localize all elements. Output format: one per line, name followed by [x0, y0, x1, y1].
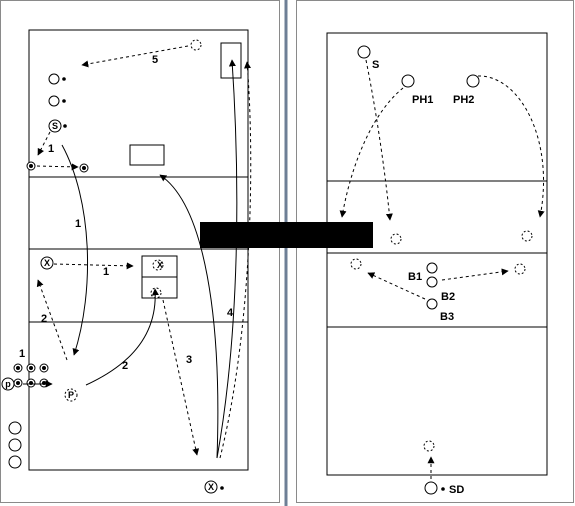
setter-letter: S	[52, 121, 58, 131]
x-player-circle	[204, 480, 218, 494]
dot-marker	[62, 77, 66, 81]
player-ph1	[401, 74, 415, 88]
label-ph2: PH2	[453, 94, 474, 106]
label-s: S	[372, 59, 379, 71]
dot-marker	[220, 486, 224, 490]
left-panel-frame	[0, 0, 280, 503]
ball-cart-circle	[8, 438, 22, 452]
arrow-2-curve	[85, 288, 159, 386]
x-letter: X	[208, 482, 214, 492]
ghost-player	[514, 263, 526, 275]
left-player-letters: S X X X P p	[5, 121, 214, 492]
x-player-circle	[40, 256, 54, 270]
p-letter: p	[5, 379, 11, 389]
left-court	[28, 29, 249, 471]
player-b3	[426, 298, 438, 310]
player-circle	[48, 95, 60, 107]
dot-marker	[441, 487, 445, 491]
step-label-1-side: 1	[19, 348, 25, 360]
left-dots	[62, 77, 224, 490]
player-b1	[426, 262, 438, 274]
step-label-3: 3	[186, 354, 192, 366]
label-b2: B2	[441, 291, 455, 303]
arrow-2-up	[36, 279, 68, 361]
step-label-1: 1	[103, 266, 109, 278]
player-b2	[426, 276, 438, 288]
step-label-2: 2	[122, 360, 128, 372]
left-arrows	[23, 45, 252, 459]
arrow-ring-right	[36, 163, 79, 171]
ghost-player	[390, 233, 402, 245]
ghost-player	[150, 287, 162, 299]
step-label-5: 5	[152, 54, 158, 66]
arrow-4-long	[159, 174, 219, 459]
p-player-circle	[64, 388, 78, 402]
right-court-outline	[326, 32, 548, 476]
arrow-up-solid	[216, 59, 238, 459]
arrow-ph1-left	[339, 87, 404, 218]
target-box-top	[220, 42, 242, 79]
p-letter: P	[68, 390, 74, 400]
arrow-5	[81, 45, 189, 68]
right-labels: S PH1 PH2 B1 B2 B3 SD	[372, 59, 474, 496]
player-circle	[48, 73, 60, 85]
ghost-player	[521, 230, 533, 242]
step-label-1: 1	[48, 143, 54, 155]
arrow-x-right	[53, 262, 134, 270]
label-sd: SD	[449, 484, 464, 496]
ball-cart-circle	[8, 455, 22, 469]
ring-markers	[13, 161, 89, 388]
arrow-s-down	[365, 59, 393, 221]
arrow-setter-left	[37, 131, 51, 156]
ghost-player	[152, 259, 164, 271]
left-court-outline	[28, 29, 249, 471]
arrow-up-dashed	[219, 61, 252, 459]
arrow-b-left	[367, 272, 426, 300]
arrow-3	[162, 299, 200, 456]
step-label-4: 4	[227, 307, 234, 319]
right-court	[326, 32, 548, 476]
ghost-player	[423, 440, 435, 452]
redaction-bar	[200, 222, 373, 248]
x-letter: X	[44, 258, 50, 268]
label-b1: B1	[408, 271, 422, 283]
dot-marker	[63, 124, 67, 128]
player-sd	[424, 481, 438, 495]
player-s	[357, 45, 371, 59]
arrow-ph2-right	[477, 75, 545, 218]
right-panel-frame	[296, 0, 574, 503]
left-players	[1, 39, 218, 494]
step-label-2: 2	[41, 313, 47, 325]
left-labels: 5 1 1 1 2 2 3 4 1	[19, 54, 234, 372]
player-ph2	[466, 74, 480, 88]
ghost-player	[350, 258, 362, 270]
right-players	[350, 45, 533, 495]
label-b3: B3	[440, 311, 454, 323]
x-letter: X	[157, 260, 163, 270]
arrow-b-right	[441, 268, 509, 281]
target-box-middle	[129, 144, 165, 166]
step-label-1: 1	[75, 218, 81, 230]
dot-marker	[62, 99, 66, 103]
arrow-1-long	[61, 144, 88, 356]
label-ph1: PH1	[412, 94, 433, 106]
setter-circle	[48, 119, 62, 133]
ball-cart-circle	[8, 421, 22, 435]
ghost-player	[190, 39, 202, 51]
right-arrows	[339, 59, 545, 479]
